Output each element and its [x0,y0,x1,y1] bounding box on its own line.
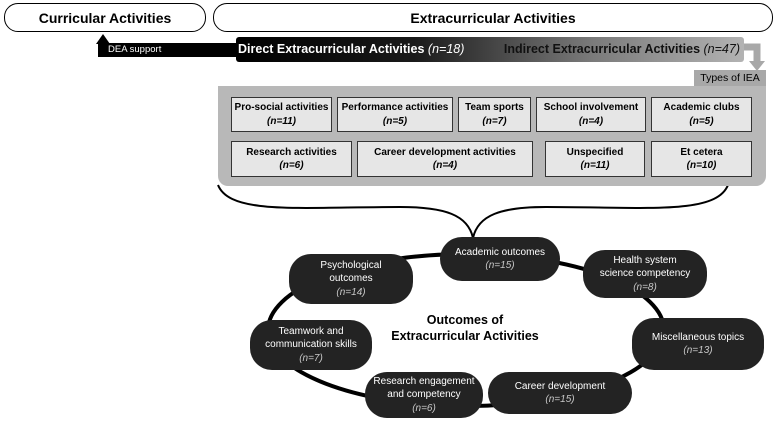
iea-item-label: Academic clubs [663,102,740,113]
iea-item-count: (n=4) [578,115,604,127]
outcome-count: (n=13) [683,345,713,356]
iea-item-label: Et cetera [680,146,723,158]
iea-item-label: Career development activities [374,146,516,158]
outcome-node: Research engagement and competency (n=6) [365,372,483,418]
outcomes-title: Outcomes of Extracurricular Activities [380,312,550,345]
iea-item-label: School involvement [543,102,639,113]
outcome-node: Career development (n=15) [488,372,632,414]
indirect-activities-label: Indirect Extracurricular Activities (n=4… [504,42,740,56]
iea-item: Research activities (n=6) [231,141,352,177]
outcome-count: (n=6) [412,402,436,414]
iea-item: Et cetera (n=10) [651,141,752,177]
types-of-iea-tag: Types of IEA [694,70,766,86]
curly-brace [217,184,729,239]
iea-item-count: (n=10) [686,160,717,171]
iea-item-count: (n=7) [482,115,507,127]
iea-item-count: (n=4) [432,160,458,171]
iea-item-label: Unspecified [566,146,624,158]
iea-item: Pro-social activities (n=11) [231,97,332,132]
outcome-node: Academic outcomes (n=15) [440,237,560,281]
outcome-node: Psychological outcomes (n=14) [289,254,413,304]
iea-item-count: (n=5) [689,115,714,127]
indirect-activities-count: (n=47) [703,42,740,56]
outcomes-title-line2: Extracurricular Activities [391,329,539,344]
direct-activities-text: Direct Extracurricular Activities [238,42,425,56]
iea-item-label: Research activities [246,146,337,158]
dea-support-bar: DEA support [98,43,238,57]
indirect-activities-text: Indirect Extracurricular Activities [503,42,701,56]
outcome-node: Health system science competency (n=8) [583,250,707,298]
outcomes-title-line1: Outcomes of [426,313,504,327]
iea-item-label: Performance activities [341,102,449,113]
activities-gradient-bar: Direct Extracurricular Activities (n=18)… [236,37,744,62]
dea-support-arrow-head [96,34,110,44]
iea-item-label: Pro-social activities [234,102,329,113]
types-arrow-shaft [743,43,761,62]
iea-item: Team sports (n=7) [458,97,531,132]
direct-activities-count: (n=18) [427,42,465,56]
outcome-label: Health system [613,254,677,266]
outcome-label: communication skills [265,339,357,351]
curricular-activities-box: Curricular Activities [4,3,206,32]
outcome-label: and competency [387,389,461,401]
outcome-count: (n=7) [299,352,323,364]
outcome-label: Research engagement [373,375,475,387]
iea-item: School involvement (n=4) [536,97,646,132]
outcome-label: Career development [514,380,606,392]
outcome-label: Psychological [320,259,382,271]
outcome-label: outcomes [329,273,373,285]
extracurricular-activities-label: Extracurricular Activities [410,9,576,26]
outcome-label: Academic outcomes [454,246,546,258]
iea-item: Academic clubs (n=5) [651,97,752,132]
iea-item: Unspecified (n=11) [545,141,645,177]
iea-item: Career development activities (n=4) [357,141,533,177]
outcome-count: (n=15) [545,394,575,405]
iea-item-count: (n=11) [580,160,610,171]
outcome-node: Teamwork and communication skills (n=7) [250,320,372,370]
outcome-label: science competency [599,268,691,280]
outcome-count: (n=14) [336,286,366,298]
curricular-activities-label: Curricular Activities [38,9,172,26]
iea-item: Performance activities (n=5) [337,97,453,132]
extracurricular-activities-box: Extracurricular Activities [213,3,773,32]
iea-item-count: (n=11) [267,115,296,127]
types-of-iea-label: Types of IEA [700,72,760,84]
outcome-count: (n=15) [485,260,515,271]
outcome-count: (n=8) [633,281,657,293]
dea-support-label: DEA support [108,44,162,55]
outcome-node: Miscellaneous topics (n=13) [632,318,764,370]
direct-activities-label: Direct Extracurricular Activities (n=18) [238,42,464,56]
iea-item-count: (n=6) [279,160,304,171]
outcome-label: Miscellaneous topics [651,331,745,343]
iea-item-label: Team sports [465,102,524,113]
types-arrow-head [749,61,765,71]
iea-item-count: (n=5) [382,115,408,127]
outcome-label: Teamwork and [278,325,344,337]
